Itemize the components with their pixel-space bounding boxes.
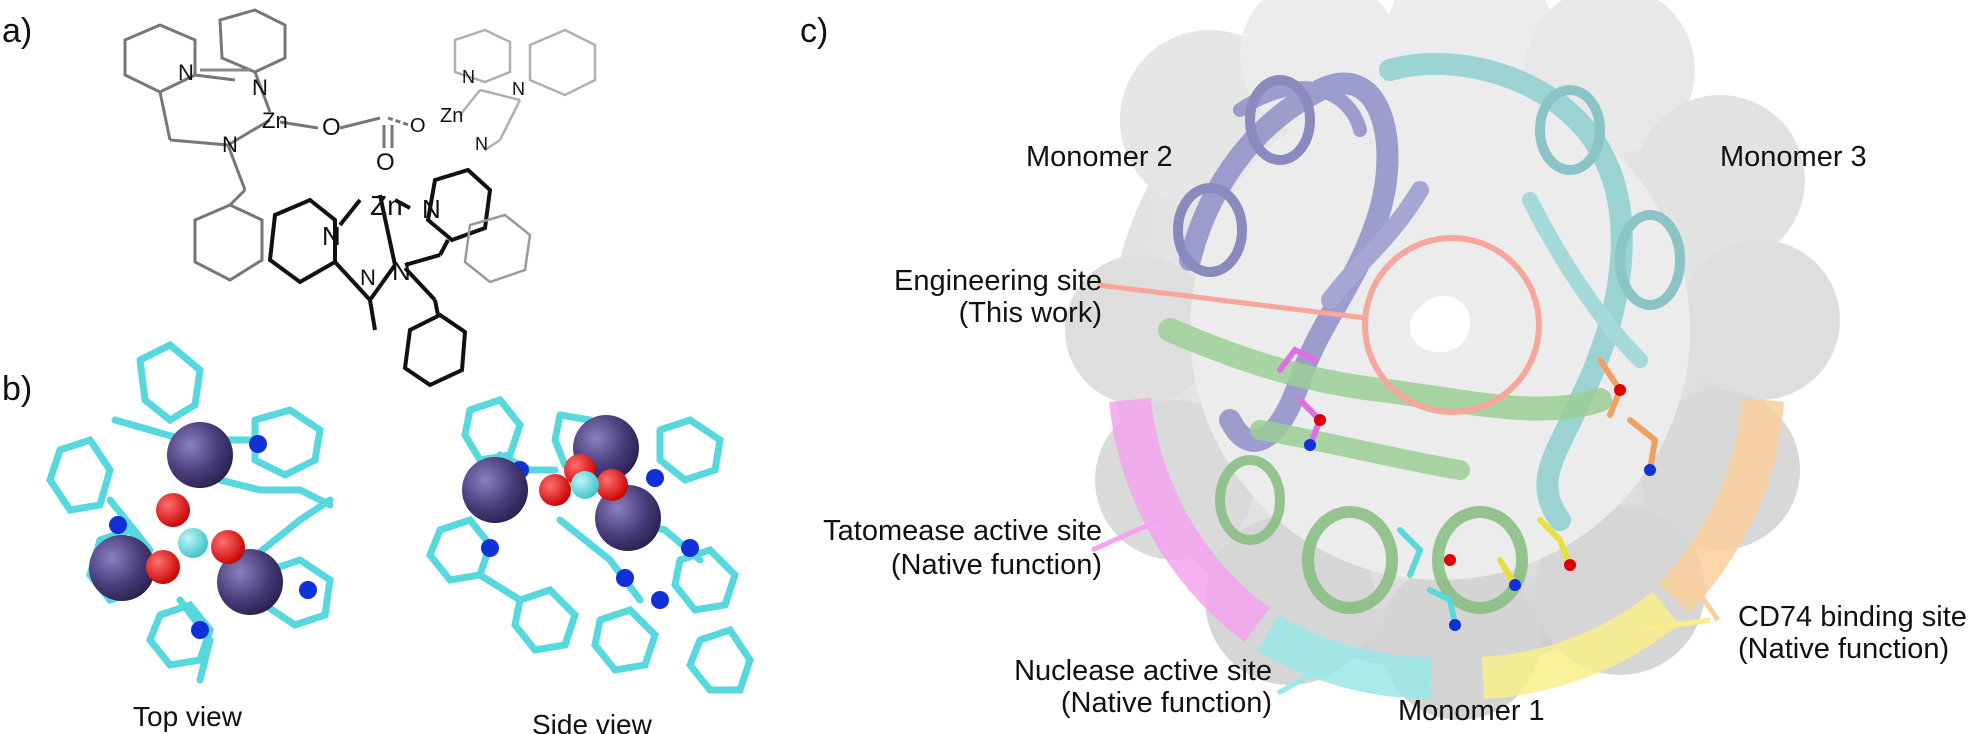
engineering-site-pointer	[1097, 282, 1367, 321]
o-atom-bottom: O	[376, 149, 395, 176]
n-atom-left-1: N	[178, 60, 194, 85]
central-pore	[1409, 296, 1471, 353]
complex-3d-models: Top view	[46, 340, 754, 734]
monomer1-label: Monomer 1	[1398, 695, 1545, 727]
top-view-label: Top view	[133, 701, 243, 732]
engineering-site-note: (This work)	[959, 297, 1102, 329]
n-atom-front-2: N	[422, 194, 441, 224]
back-ring-bonds	[463, 213, 532, 284]
zn-atom-left: Zn	[262, 108, 288, 133]
monomer1-ribbon	[1158, 318, 1612, 614]
n-atom-right-3: N	[475, 134, 488, 154]
n-atom-left-2: N	[252, 75, 268, 100]
monomer3-ribbon	[1379, 53, 1685, 531]
leader-lines	[1090, 517, 1721, 696]
cd74-site-note: (Native function)	[1738, 633, 1949, 665]
protein-trimer-render	[1065, 0, 1840, 720]
o-atom-left: O	[322, 114, 341, 141]
zn-atom-front: Zn	[370, 190, 403, 221]
residue-atoms	[1304, 384, 1656, 631]
nuclease-site-label: Nuclease active site	[1014, 655, 1272, 687]
n-atom-left-3: N	[222, 132, 238, 157]
cd74-orange-arc	[1658, 398, 1784, 613]
n-atom-front-3: N	[360, 265, 376, 290]
right-ligand-bonds	[453, 28, 597, 152]
side-view-label: Side view	[532, 709, 653, 734]
left-ligand-bonds	[123, 8, 319, 282]
zn-atom-right: Zn	[440, 105, 463, 127]
monomer3-label: Monomer 3	[1720, 141, 1867, 173]
cd74-site-label: CD74 binding site	[1738, 601, 1967, 633]
engineering-site-ring	[1362, 235, 1542, 415]
front-ligand-bonds	[267, 167, 493, 388]
n-atom-front-4: N	[392, 256, 411, 286]
n-atom-right-2: N	[512, 79, 525, 99]
carbonate-bonds	[339, 116, 413, 148]
engineering-site-label: Engineering site	[894, 265, 1102, 297]
panel-label-c: c)	[800, 12, 828, 50]
tautomerase-site-label: Tatomease active site	[823, 515, 1102, 547]
n-atom-front-1: N	[322, 221, 341, 251]
nuclease-site-note: (Native function)	[1061, 687, 1272, 719]
n-atom-right-1: N	[462, 67, 475, 87]
tautomerase-site-note: (Native function)	[891, 549, 1102, 581]
o-atom-right: O	[410, 115, 426, 137]
side-view-model	[425, 395, 754, 694]
panel-label-b: b)	[2, 370, 32, 408]
monomer2-ribbon	[1173, 72, 1429, 452]
top-view-model	[46, 340, 334, 684]
cd74-yellow-arc	[1481, 591, 1680, 699]
zinc-complex-structure: N N N Zn O O O Zn N N N	[123, 8, 597, 388]
panel-label-a: a)	[2, 12, 32, 50]
tautomerase-site-arc	[1109, 397, 1270, 642]
nuclease-site-arc	[1257, 614, 1432, 699]
native-site-arcs	[1109, 397, 1784, 699]
monomer2-label: Monomer 2	[1026, 141, 1173, 173]
